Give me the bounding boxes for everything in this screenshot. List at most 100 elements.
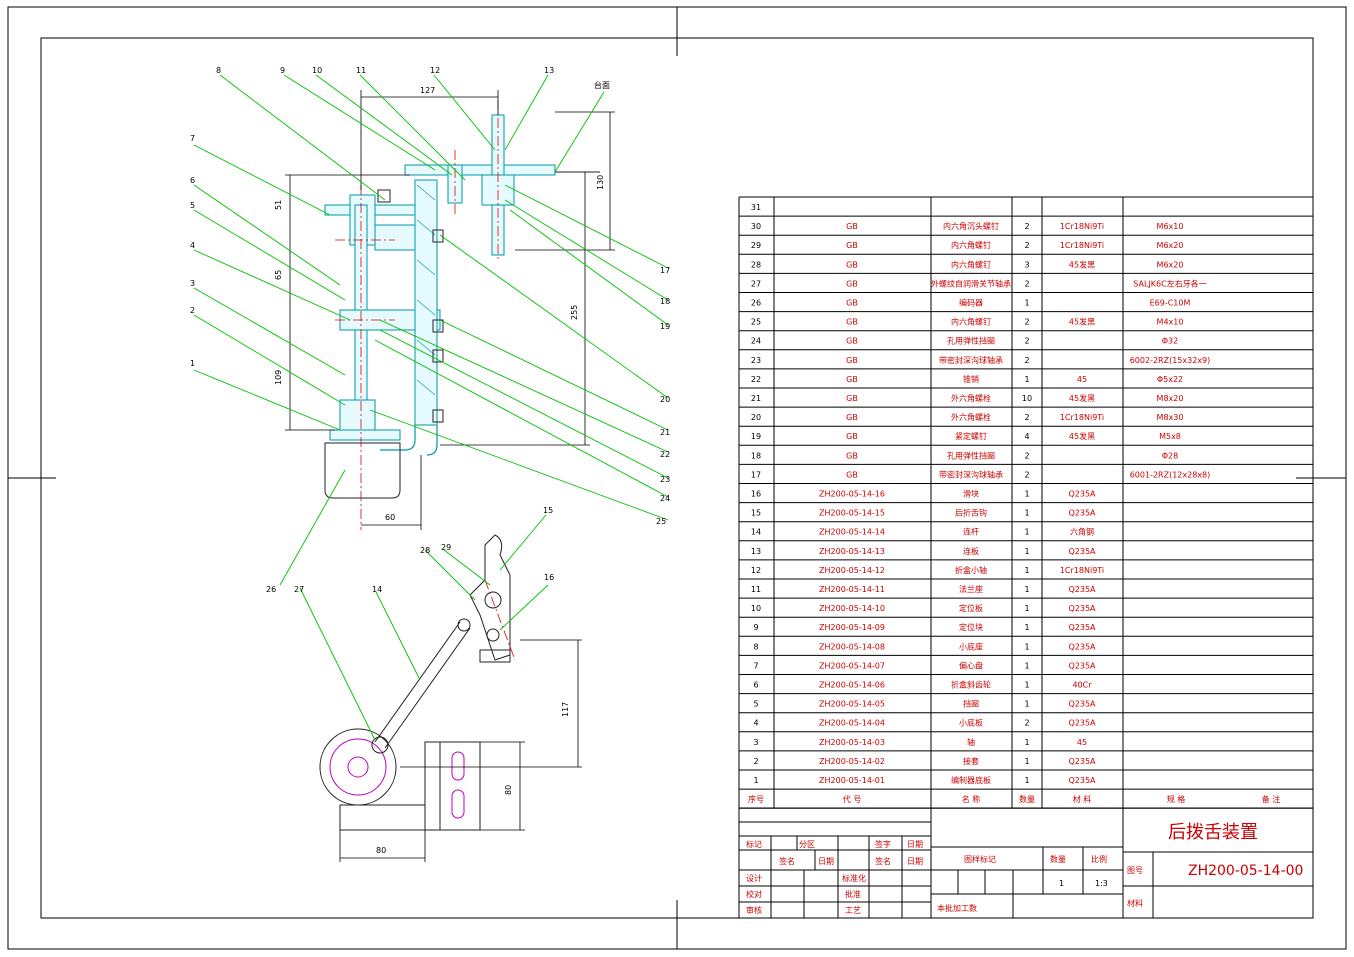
callout-29: 29 — [441, 543, 451, 552]
bom-row-name: 外六角螺栓 — [951, 393, 991, 403]
bom-row-code: GB — [846, 451, 858, 460]
bom-row-name: 带密封深沟球轴承 — [939, 469, 1003, 479]
bom-row-index: 19 — [751, 432, 761, 441]
bom-row-code: ZH200-05-14-13 — [819, 547, 885, 556]
top-view-callouts: 26 27 14 28 29 15 16 — [266, 506, 554, 594]
callout-13: 13 — [544, 66, 554, 75]
bom-row-qty: 1 — [1024, 700, 1029, 709]
bom-row-material: Q235A — [1068, 719, 1096, 728]
bom-row-qty: 1 — [1024, 623, 1029, 632]
bom-row-material: Q235A — [1068, 490, 1096, 499]
dim-80-horizontal: 80 — [376, 846, 386, 855]
bom-row-index: 9 — [753, 623, 758, 632]
label-date2: 日期 — [818, 857, 834, 866]
bom-row-index: 21 — [751, 394, 761, 403]
bom-row-qty: 1 — [1024, 642, 1029, 651]
bom-row-material: Q235A — [1068, 623, 1096, 632]
bom-row-name: 小底座 — [959, 641, 983, 651]
label-approve: 批准 — [845, 889, 861, 899]
callout-11: 11 — [356, 66, 366, 75]
bom-header-index: 序号 — [748, 794, 764, 804]
bom-row-code: GB — [846, 375, 858, 384]
bom-row-qty: 1 — [1024, 299, 1029, 308]
bom-row-material: Q235A — [1068, 604, 1096, 613]
side-block — [424, 741, 481, 831]
bottom-plate — [329, 429, 401, 441]
bom-row-code: ZH200-05-14-02 — [819, 757, 885, 766]
bom-row-index: 11 — [751, 585, 761, 594]
bom-row-code: GB — [846, 413, 858, 422]
bom-row-qty: 1 — [1024, 509, 1029, 518]
bom-row-name: 孔用弹性挡圈 — [947, 336, 995, 346]
callout-4: 4 — [190, 241, 195, 250]
bom-row-qty: 1 — [1024, 490, 1029, 499]
bom-row-name: 紧定螺钉 — [955, 431, 987, 441]
bom-row-material: 45 — [1077, 738, 1087, 747]
bom-row-material: Q235A — [1068, 776, 1096, 785]
bom-row-spec: Φ28 — [1162, 451, 1178, 460]
dim-255: 255 — [570, 305, 579, 320]
bom-row-code: ZH200-05-14-09 — [819, 623, 885, 632]
bom-row-qty: 1 — [1024, 547, 1029, 556]
bom-row-material: 1Cr18Ni9Ti — [1060, 241, 1104, 250]
callout-6: 6 — [190, 176, 195, 185]
callout-12: 12 — [430, 66, 440, 75]
label-material: 材料 — [1127, 898, 1143, 908]
bom-row-code: GB — [846, 222, 858, 231]
callout-19: 19 — [660, 322, 670, 331]
bom-row-spec: M6x20 — [1157, 241, 1184, 250]
bom-row-qty: 2 — [1024, 337, 1029, 346]
bom-row-spec: M8x30 — [1157, 413, 1184, 422]
bom-row-index: 1 — [753, 776, 758, 785]
bom-row-material: Q235A — [1068, 509, 1096, 518]
bom-header-code: 代 号 — [843, 794, 862, 804]
top-view-leaders — [279, 469, 549, 741]
bom-row-code: GB — [846, 470, 858, 479]
bom-row-name: 法兰座 — [959, 584, 983, 594]
label-sign: 签字 — [875, 839, 891, 849]
bom-row-index: 16 — [751, 490, 761, 499]
bom-row-qty: 2 — [1024, 318, 1029, 327]
callout-20: 20 — [660, 395, 670, 404]
bom-row-code: ZH200-05-14-08 — [819, 642, 885, 651]
connecting-rod — [374, 621, 461, 743]
table-face-label: 台面 — [594, 80, 610, 90]
side-view-dimensions: 127 130 51 65 109 255 60 台面 — [274, 80, 615, 530]
bom-row-qty: 1 — [1024, 585, 1029, 594]
bom-row-name: 内六角螺钉 — [951, 259, 991, 269]
bom-row-code: ZH200-05-14-04 — [819, 719, 885, 728]
label-quantity: 数量 — [1050, 854, 1066, 864]
bom-row-qty: 2 — [1024, 241, 1029, 250]
bom-row-index: 15 — [751, 509, 761, 518]
bom-header-qty: 数量 — [1019, 794, 1035, 804]
bom-row-index: 29 — [751, 241, 761, 250]
label-sign3: 签名 — [875, 856, 891, 866]
bom-row-name: 滑块 — [963, 489, 979, 499]
bom-row-qty: 2 — [1024, 470, 1029, 479]
bom-row-index: 27 — [751, 279, 761, 288]
callout-24: 24 — [660, 494, 670, 503]
value-quantity: 1 — [1059, 879, 1064, 888]
side-view — [324, 100, 600, 530]
callout-14: 14 — [372, 585, 382, 594]
top-plate — [404, 164, 556, 176]
bom-row-code: ZH200-05-14-06 — [819, 681, 885, 690]
bom-row-material: 45发黑 — [1069, 259, 1095, 269]
bom-row-index: 26 — [751, 299, 761, 308]
bom-row-index: 6 — [753, 681, 758, 690]
bom-row-index: 18 — [751, 451, 761, 460]
bom-row-code: ZH200-05-14-14 — [819, 528, 885, 537]
right-bracket — [414, 179, 438, 426]
bom-row-index: 7 — [753, 661, 758, 670]
callout-10: 10 — [312, 66, 322, 75]
bom-row-code: ZH200-05-14-05 — [819, 700, 885, 709]
callout-3: 3 — [190, 279, 195, 288]
label-process: 工艺 — [845, 906, 861, 915]
bom-row-qty: 1 — [1024, 661, 1029, 670]
label-batch: 本批加工数 — [937, 903, 977, 913]
bom-row-qty: 1 — [1024, 757, 1029, 766]
bom-row-index: 10 — [751, 604, 761, 613]
callout-28: 28 — [420, 546, 430, 555]
bom-row-name: 轴 — [967, 737, 975, 747]
